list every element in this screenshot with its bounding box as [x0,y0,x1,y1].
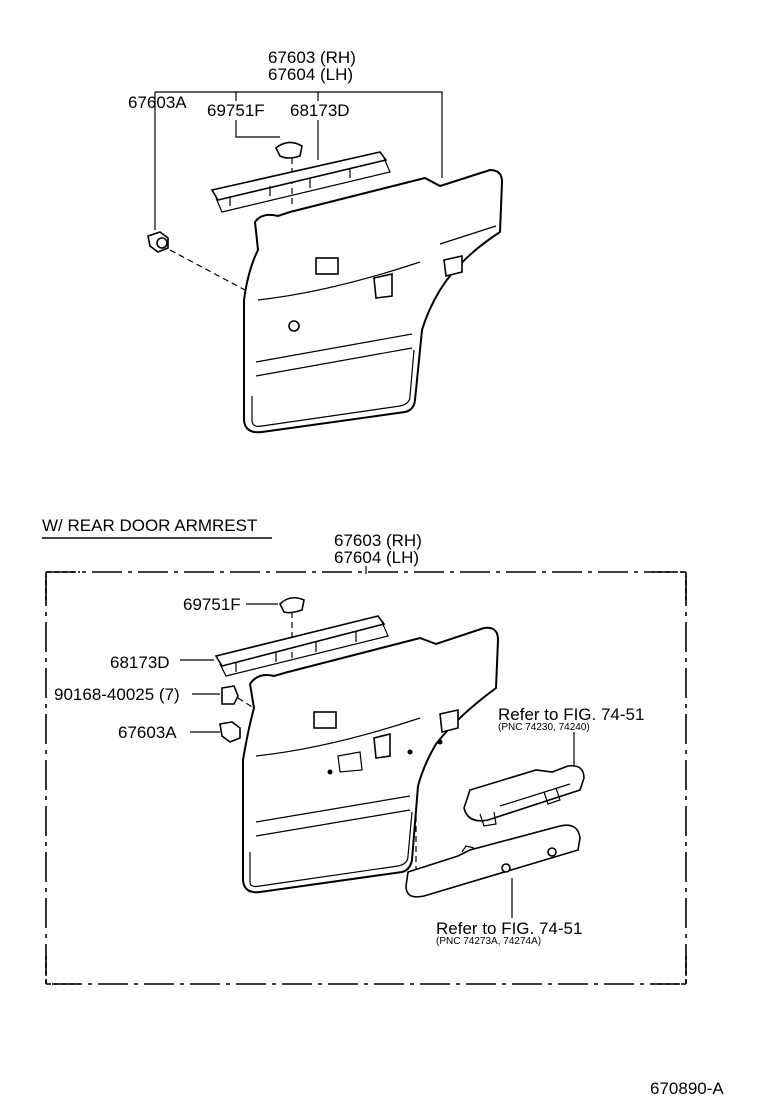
bottom-clip-part [219,721,241,743]
ref-upper-pnc: (PNC 74230, 74240) [498,722,590,733]
bottom-label-rh: 67603 (RH) [334,531,422,550]
bottom-weatherstrip-part [214,615,389,677]
bottom-fastener-part [279,596,305,662]
figure-code: 670890-A [650,1079,724,1098]
top-label-weatherstrip: 68173D [290,101,350,120]
bottom-diagram: W/ REAR DOOR ARMREST 67603 (RH) 67604 (L… [42,516,687,985]
bottom-label-weatherstrip: 68173D [110,653,170,672]
section-title: W/ REAR DOOR ARMREST [42,516,257,535]
bottom-label-lh: 67604 (LH) [334,548,419,567]
ref-upper-label: Refer to FIG. 74-51 [498,705,644,724]
top-label-fastener: 69751F [207,101,265,120]
top-clip-part [147,231,261,299]
bottom-label-fastener: 69751F [183,595,241,614]
bottom-leader-lines [180,603,278,733]
bottom-frame [45,571,687,985]
bottom-label-clip: 67603A [118,723,177,742]
armrest-lower-part [405,824,581,898]
ref-lower-label: Refer to FIG. 74-51 [436,919,582,938]
top-door-panel [243,168,504,434]
top-weatherstrip-part [210,151,391,213]
top-diagram: 67603 (RH) 67604 (LH) 67603A 69751F 6817… [128,48,504,434]
top-label-lh: 67604 (LH) [268,65,353,84]
bottom-door-panel [242,626,500,894]
bottom-label-screw: 90168-40025 (7) [54,685,180,704]
top-label-rh: 67603 (RH) [268,48,356,67]
top-leader-lines [154,91,443,230]
top-label-clip: 67603A [128,93,187,112]
ref-lower-pnc: (PNC 74273A, 74274A) [436,936,541,947]
armrest-upper-part [415,764,585,870]
